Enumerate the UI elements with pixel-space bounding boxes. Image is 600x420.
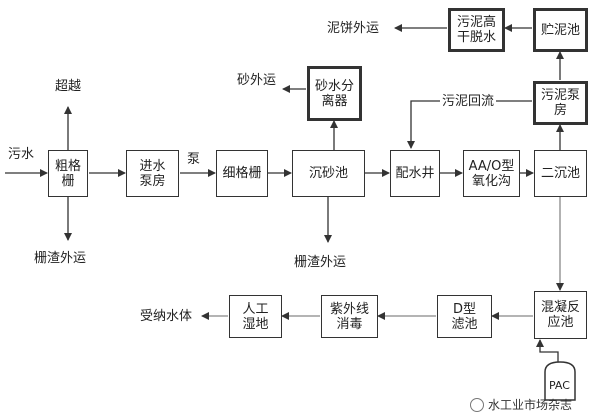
pac-label: PAC: [549, 379, 570, 392]
node-sand-separator: 砂水分 离器: [307, 66, 362, 121]
node-dewatering: 污泥高 干脱水: [448, 8, 505, 52]
node-sludge-tank: 贮泥池: [533, 8, 588, 52]
node-wetland: 人工 湿地: [229, 295, 282, 338]
label-screenings-out-2: 栅渣外运: [294, 255, 347, 270]
node-fine-screen: 细格栅: [216, 150, 268, 197]
pac-tank-icon: [544, 361, 576, 401]
watermark-text: 水工业市场杂志: [488, 398, 573, 412]
node-secondary-clarifier: 二沉池: [534, 150, 587, 197]
node-lift-pump: 进水 泵房: [126, 150, 179, 197]
arrow-pac-dosing: [536, 339, 559, 362]
node-d-filter: D型 滤池: [437, 295, 492, 338]
label-sludge-return: 污泥回流: [440, 94, 497, 109]
watermark: 水工业市场杂志: [470, 396, 572, 413]
node-uv: 紫外线 消毒: [321, 295, 378, 338]
label-sand-out: 砂外运: [237, 73, 277, 88]
label-pump: 泵: [187, 152, 201, 167]
wechat-icon: [470, 397, 484, 412]
node-sludge-pump: 污泥泵房: [533, 81, 588, 125]
node-grit-chamber: 沉砂池: [292, 150, 365, 197]
label-receiving-water: 受纳水体: [140, 309, 193, 324]
label-screenings-out-1: 栅渣外运: [34, 251, 87, 266]
node-coagulation: 混凝反 应池: [534, 291, 587, 339]
label-sludge-cake-out: 泥饼外运: [327, 21, 380, 36]
label-overflow: 超越: [55, 79, 82, 94]
node-coarse-screen: 粗格栅: [48, 150, 88, 197]
label-sewage: 污水: [8, 147, 35, 162]
node-distribution-well: 配水井: [390, 150, 440, 197]
node-ao-ditch: AA/O型 氧化沟: [463, 150, 520, 197]
